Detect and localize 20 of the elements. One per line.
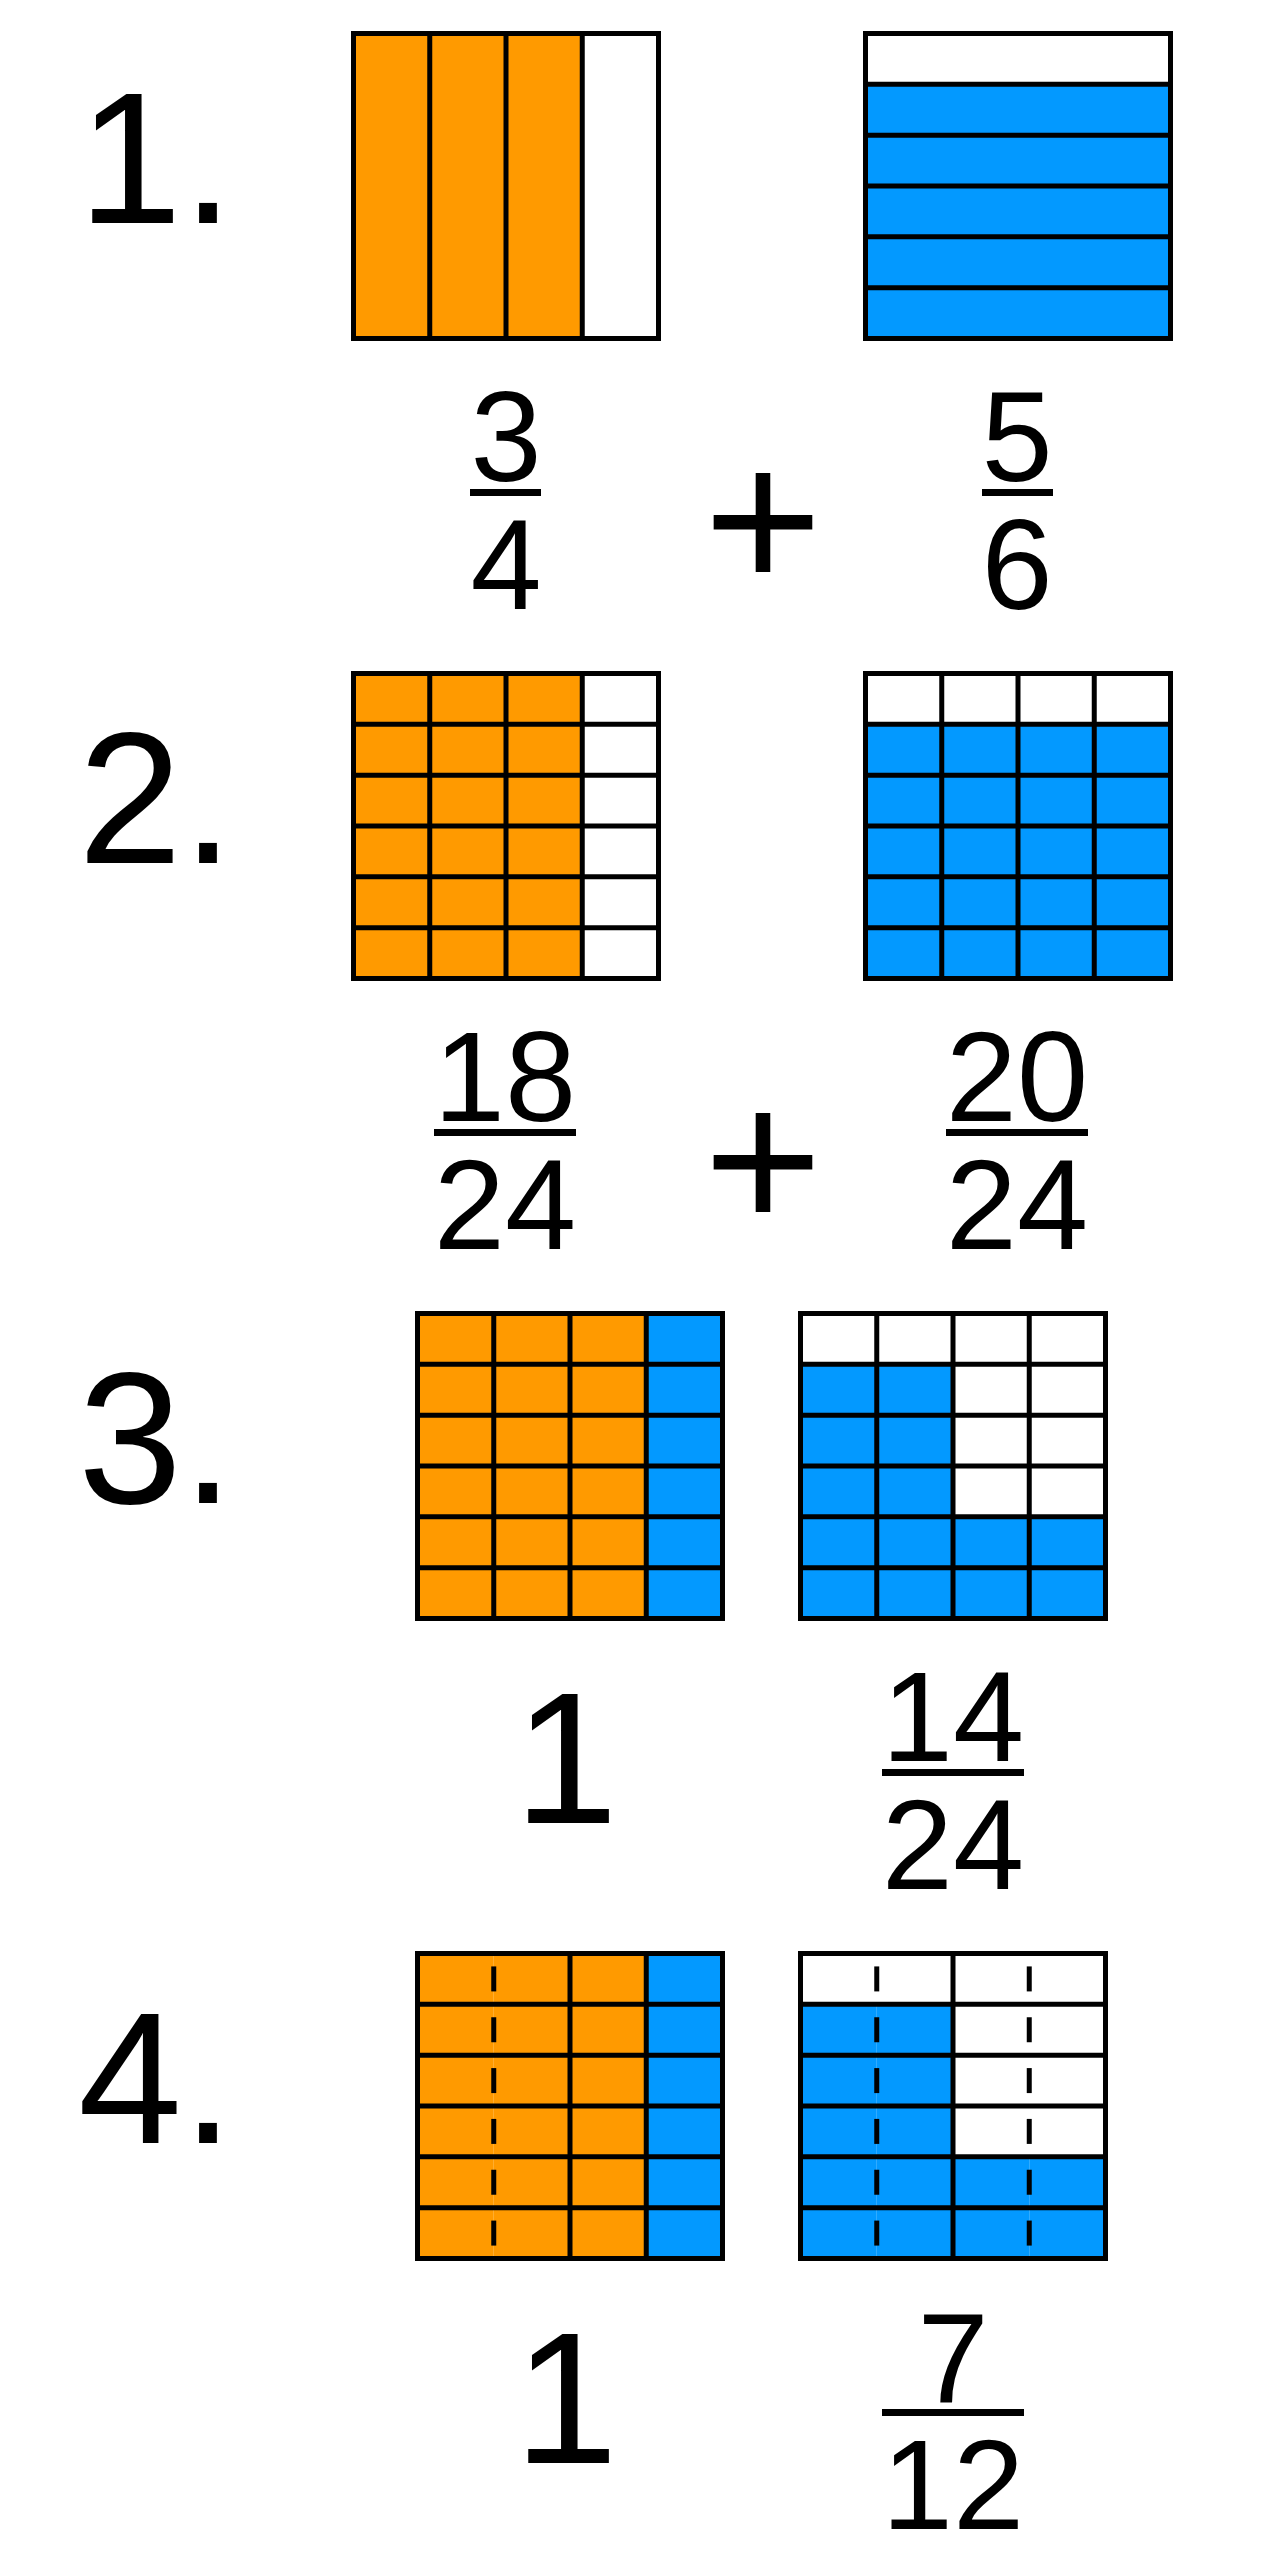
numerator: 18 [433, 1029, 577, 1125]
plus-sign: + [703, 1084, 823, 1237]
step-number: 4. [78, 2009, 234, 2150]
denominator: 24 [945, 1157, 1089, 1253]
denominator: 4 [470, 517, 542, 613]
plus-sign: + [703, 444, 823, 597]
denominator: 24 [881, 1797, 1025, 1893]
step-number: 3. [78, 1369, 234, 1510]
numerator: 7 [917, 2311, 989, 2407]
numerator: 20 [945, 1029, 1089, 1125]
step-number: 2. [78, 729, 234, 870]
denominator: 12 [881, 2437, 1025, 2533]
whole-number: 1 [514, 2329, 618, 2470]
numerator: 5 [981, 389, 1053, 485]
denominator: 6 [981, 517, 1053, 613]
numerator: 14 [881, 1669, 1025, 1765]
numerator: 3 [470, 389, 542, 485]
whole-number: 1 [514, 1689, 618, 1830]
step-number: 1. [78, 89, 234, 230]
denominator: 24 [433, 1157, 577, 1253]
